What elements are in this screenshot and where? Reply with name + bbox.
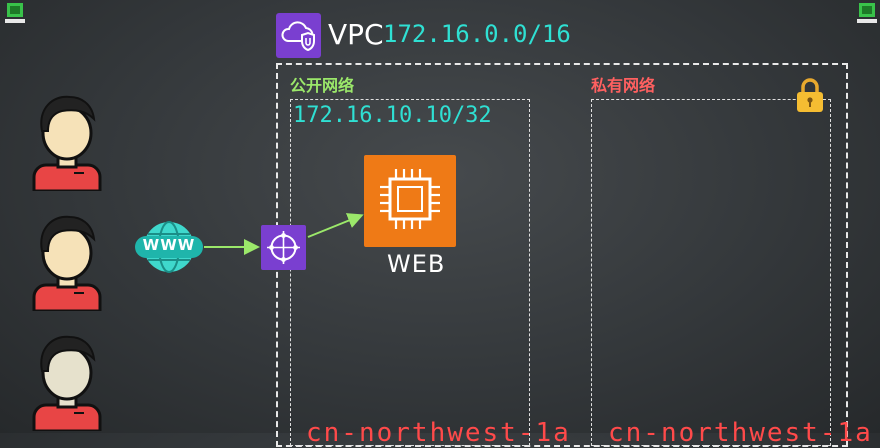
vpc-shield-cloud-icon <box>276 13 321 58</box>
public-subnet-label: 公开网络 <box>290 76 355 95</box>
ec2-instance-icon <box>364 155 456 247</box>
channel-logo-left-icon <box>5 3 25 23</box>
user-avatar-icon <box>32 333 102 433</box>
private-az-label: cn-northwest-1a <box>608 418 873 448</box>
lock-icon <box>797 78 823 112</box>
arrow-gateway-to-web <box>307 213 364 238</box>
user-avatar-icon <box>32 213 102 313</box>
public-az-label: cn-northwest-1a <box>306 418 571 448</box>
channel-logo-right-icon <box>857 3 877 23</box>
private-subnet-label: 私有网络 <box>591 76 656 95</box>
globe-icon <box>135 220 203 274</box>
web-server-label: WEB <box>387 250 446 278</box>
internet-gateway-icon <box>261 225 306 270</box>
flow-arrows <box>204 213 364 255</box>
public-subnet-cidr: 172.16.10.10/32 <box>293 103 492 128</box>
vpc-cidr: 172.16.0.0/16 <box>383 20 571 48</box>
vpc-title: VPC <box>328 18 384 51</box>
user-avatar-icon <box>32 93 102 193</box>
www-label: WWW <box>142 236 196 254</box>
